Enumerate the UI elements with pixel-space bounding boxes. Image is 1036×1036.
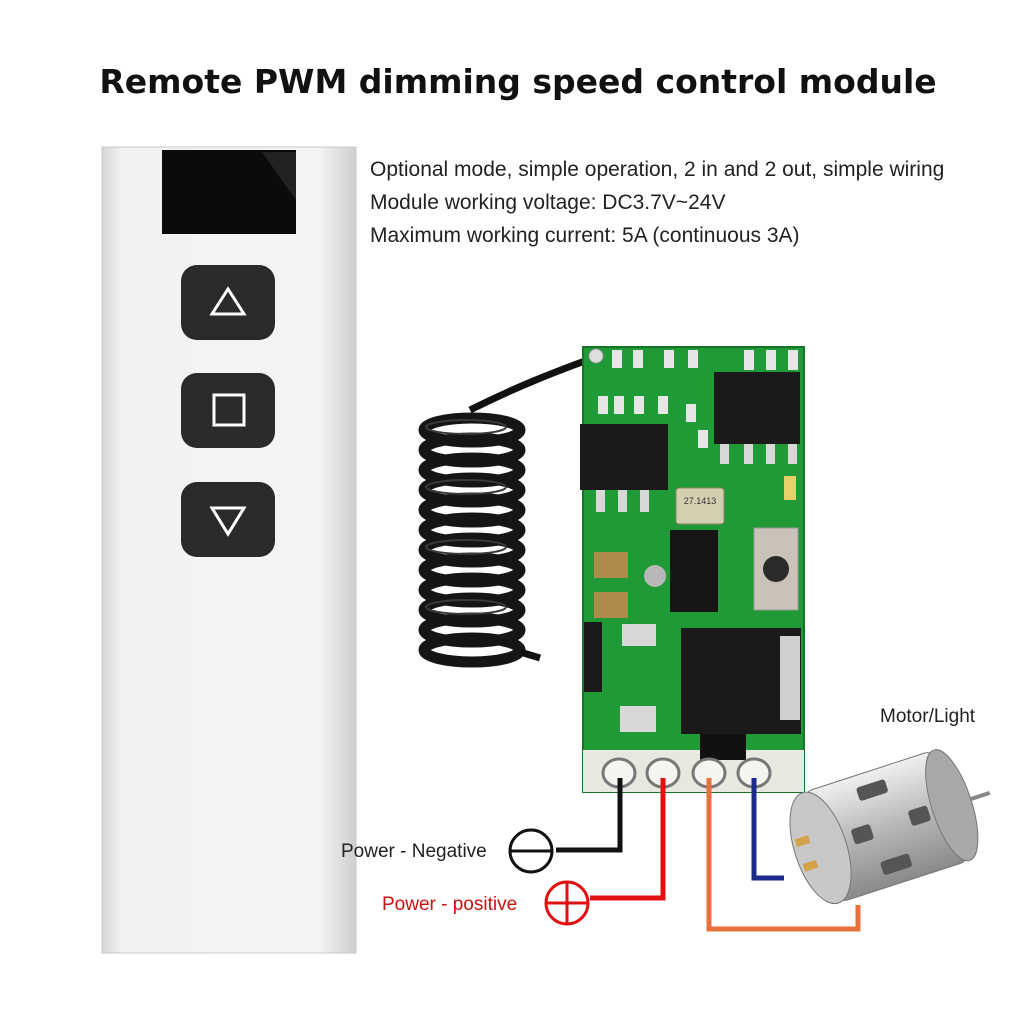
pcb-module: 27.1413 xyxy=(580,346,805,793)
crystal-label: 27.1413 xyxy=(684,496,717,506)
down-triangle-icon[interactable] xyxy=(181,482,275,557)
spec-line-voltage: Module working voltage: DC3.7V~24V xyxy=(370,191,726,214)
spec-line-current: Maximum working current: 5A (continuous … xyxy=(370,224,800,247)
remote-control xyxy=(101,146,357,954)
output-wire-blue xyxy=(751,778,784,881)
power-negative-label: Power - Negative xyxy=(341,841,487,862)
crystal-oscillator xyxy=(675,487,725,525)
up-triangle-icon[interactable] xyxy=(181,265,275,340)
coiled-antenna xyxy=(418,354,595,668)
power-positive-label: Power - positive xyxy=(382,894,518,915)
pair-button[interactable] xyxy=(753,527,799,611)
spec-line-mode: Optional mode, simple operation, 2 in an… xyxy=(370,158,945,181)
output-wire-orange xyxy=(706,778,861,932)
stop-square-icon[interactable] xyxy=(181,373,275,448)
dc-motor xyxy=(789,749,991,905)
minus-symbol-icon xyxy=(508,828,554,874)
motor-light-label: Motor/Light xyxy=(880,706,976,727)
page-title: Remote PWM dimming speed control module xyxy=(99,62,937,101)
positive-wire xyxy=(590,778,666,901)
voltage-regulator xyxy=(670,530,718,612)
ic-chip-1 xyxy=(714,372,800,444)
plus-symbol-icon xyxy=(544,880,590,926)
ic-chip-2 xyxy=(580,424,668,490)
negative-wire xyxy=(556,778,623,853)
terminal-pads xyxy=(601,757,772,789)
